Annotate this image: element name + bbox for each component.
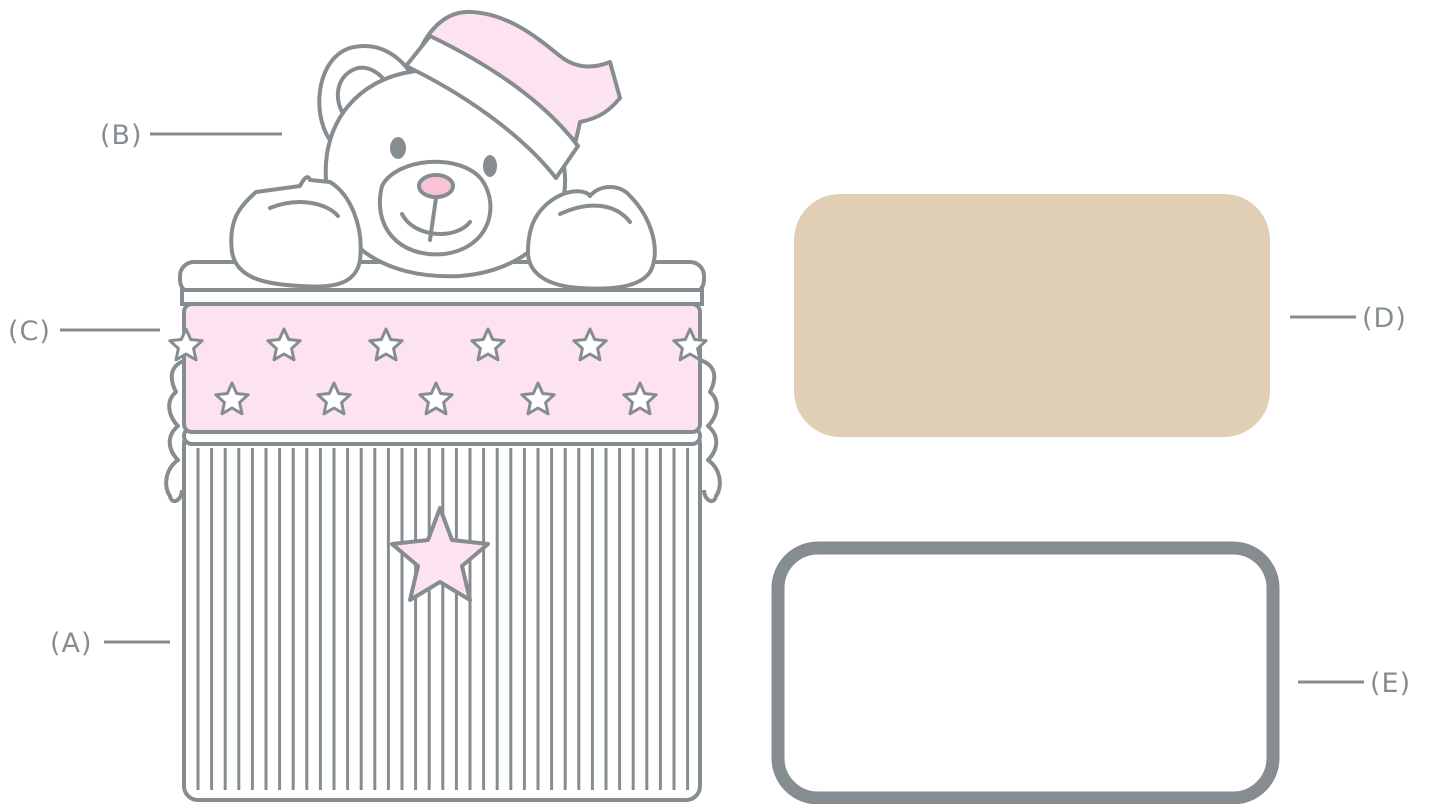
bear-right-paw-icon (528, 187, 655, 289)
bear-eye-right-icon (483, 155, 497, 177)
right-handle-icon (700, 360, 720, 501)
lid-rim (182, 290, 702, 304)
bear-nose-icon (419, 175, 453, 197)
label-b: (B) (100, 120, 143, 151)
label-a: (A) (50, 628, 93, 659)
tan-panel (794, 194, 1270, 437)
label-d: (D) (1362, 303, 1407, 334)
label-e: (E) (1370, 668, 1411, 699)
bear-left-paw-icon (231, 177, 360, 286)
label-c: (C) (8, 316, 51, 347)
bear-eye-left-icon (390, 137, 406, 159)
teddy-bear (231, 12, 655, 289)
outline-panel (778, 548, 1273, 798)
